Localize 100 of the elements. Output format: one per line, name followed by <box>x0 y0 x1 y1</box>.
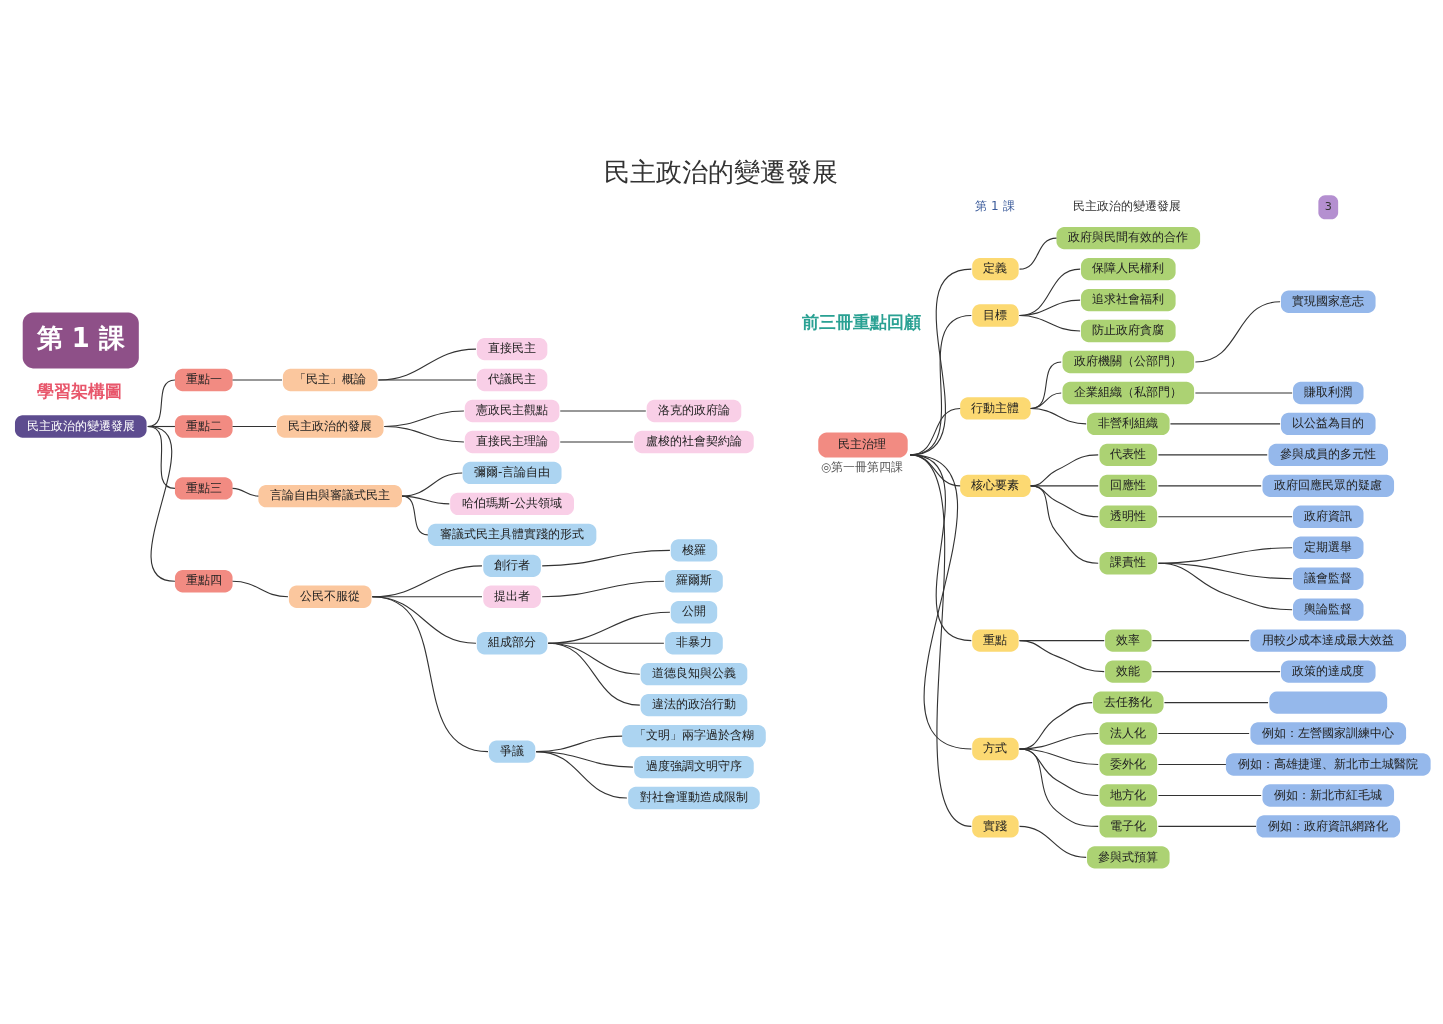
node-box: 「文明」兩字過於含糊 <box>622 724 766 747</box>
connector <box>1157 562 1293 610</box>
label: 第 1 課 <box>975 198 1015 213</box>
node-box: 定期選舉 <box>1293 536 1364 559</box>
node-box: 哈伯瑪斯-公共領域 <box>450 492 574 515</box>
node-box: 用較少成本達成最大效益 <box>1250 628 1407 652</box>
connector <box>1030 391 1062 409</box>
connector <box>377 348 477 381</box>
node-box: 公開 <box>670 600 718 623</box>
node-box: 保障人民權利 <box>1081 257 1176 280</box>
connector <box>541 549 671 566</box>
node-box: 創行者 <box>483 554 541 577</box>
node-box: 例如：新北市紅毛城 <box>1262 783 1395 807</box>
connector <box>1169 422 1281 424</box>
node-box: 政策的達成度 <box>1280 659 1376 683</box>
node-box: 方式 <box>972 737 1019 760</box>
connector <box>1194 300 1281 363</box>
label: 3 <box>1324 199 1332 213</box>
node-box: 追求社會福利 <box>1081 288 1176 311</box>
connector <box>401 495 429 535</box>
connector <box>535 750 628 799</box>
node-box: 例如：政府資訊網路化 <box>1256 814 1401 838</box>
node-box: 洛克的政府論 <box>646 399 742 422</box>
node-box: 民主政治的變遷發展 <box>14 414 147 438</box>
connector <box>1030 484 1099 564</box>
node-label: ◎第一冊第四課 <box>820 459 904 474</box>
connector <box>909 453 972 827</box>
connector <box>541 580 665 597</box>
label: 民主政治的變遷發展 <box>1072 198 1181 213</box>
node-box: 梭羅 <box>670 538 718 561</box>
connector <box>1157 484 1262 486</box>
node-box: 課責性 <box>1099 551 1158 574</box>
node-box: 代表性 <box>1099 443 1158 466</box>
node-box: 提出者 <box>483 585 541 608</box>
node-box: 效率 <box>1105 628 1152 652</box>
connector <box>1157 825 1257 827</box>
node-box: 重點 <box>972 628 1019 652</box>
node-box: 例如：高雄捷運、新北市土城醫院 <box>1225 752 1431 776</box>
connector <box>1157 794 1262 796</box>
connector <box>147 425 176 582</box>
node-box: 回應性 <box>1099 474 1158 497</box>
connector <box>1030 360 1062 409</box>
node-box: 行動主體 <box>960 396 1031 420</box>
node-box: 言論自由與審議式民主 <box>258 484 402 507</box>
node-box: 憲政民主觀點 <box>464 399 560 422</box>
node-box: 賺取利潤 <box>1293 381 1364 404</box>
node-box: 代議民主 <box>476 368 548 391</box>
connector <box>1018 314 1081 332</box>
connector <box>1157 732 1250 734</box>
node-box: 「民主」概論 <box>282 368 378 391</box>
node-box: 民主治理 <box>818 432 908 457</box>
node-box: 重點三 <box>174 476 233 500</box>
node-box: 爭議 <box>488 739 536 763</box>
connector <box>1018 825 1087 858</box>
node-box: 效能 <box>1105 659 1152 683</box>
connector <box>232 580 289 597</box>
node-box: 對社會運動造成限制 <box>628 786 760 809</box>
connector <box>1157 453 1268 455</box>
connector <box>1163 701 1269 703</box>
node-box: 直接民主 <box>476 337 548 360</box>
connector <box>1018 639 1105 672</box>
node-box: 防止政府貪腐 <box>1081 319 1176 342</box>
connector <box>401 471 463 497</box>
node-box: 參與成員的多元性 <box>1268 443 1389 466</box>
node-box: 民主政治的發展 <box>276 414 384 438</box>
connector <box>1151 670 1281 672</box>
node-box: 實現國家意志 <box>1280 290 1376 313</box>
node-box: 實踐 <box>972 814 1019 838</box>
node-box: 透明性 <box>1099 505 1158 528</box>
node-box: 去任務化 <box>1093 690 1164 714</box>
node-box: 核心要素 <box>960 474 1031 497</box>
node-box: 例如：左營國家訓練中心 <box>1250 721 1407 745</box>
connector <box>232 425 277 427</box>
connector <box>547 611 671 644</box>
node-box: 政府回應民眾的疑慮 <box>1262 474 1395 497</box>
connector <box>1018 747 1099 796</box>
node-box: 輿論監督 <box>1293 598 1364 621</box>
connector <box>1018 237 1058 270</box>
node-box: 彌爾-言論自由 <box>462 461 562 484</box>
node-box: 委外化 <box>1099 752 1158 776</box>
node-box: 非營利組織 <box>1087 412 1170 435</box>
node-box: 政府與民間有效的合作 <box>1056 226 1201 249</box>
node-box: 定義 <box>972 257 1019 280</box>
node-box: 政府機關（公部門） <box>1062 350 1195 373</box>
connector <box>1151 639 1250 641</box>
node-box: 政府資訊 <box>1293 505 1364 528</box>
connector <box>232 487 259 497</box>
node-box: 重點四 <box>174 569 233 592</box>
node-box: 組成部分 <box>476 631 548 654</box>
node-box: 以公益為目的 <box>1280 412 1376 435</box>
node-box: 議會監督 <box>1293 567 1364 590</box>
connector <box>1157 763 1227 765</box>
node-box: 盧梭的社會契約論 <box>634 430 754 453</box>
label: 前三冊重點回顧 <box>801 311 921 332</box>
node-box: 目標 <box>972 303 1019 327</box>
node-box: 違法的政治行動 <box>640 693 748 716</box>
node-box: 非暴力 <box>665 631 723 654</box>
connector <box>547 642 641 706</box>
node-box: 公民不服從 <box>288 585 372 608</box>
connector <box>1030 407 1087 424</box>
